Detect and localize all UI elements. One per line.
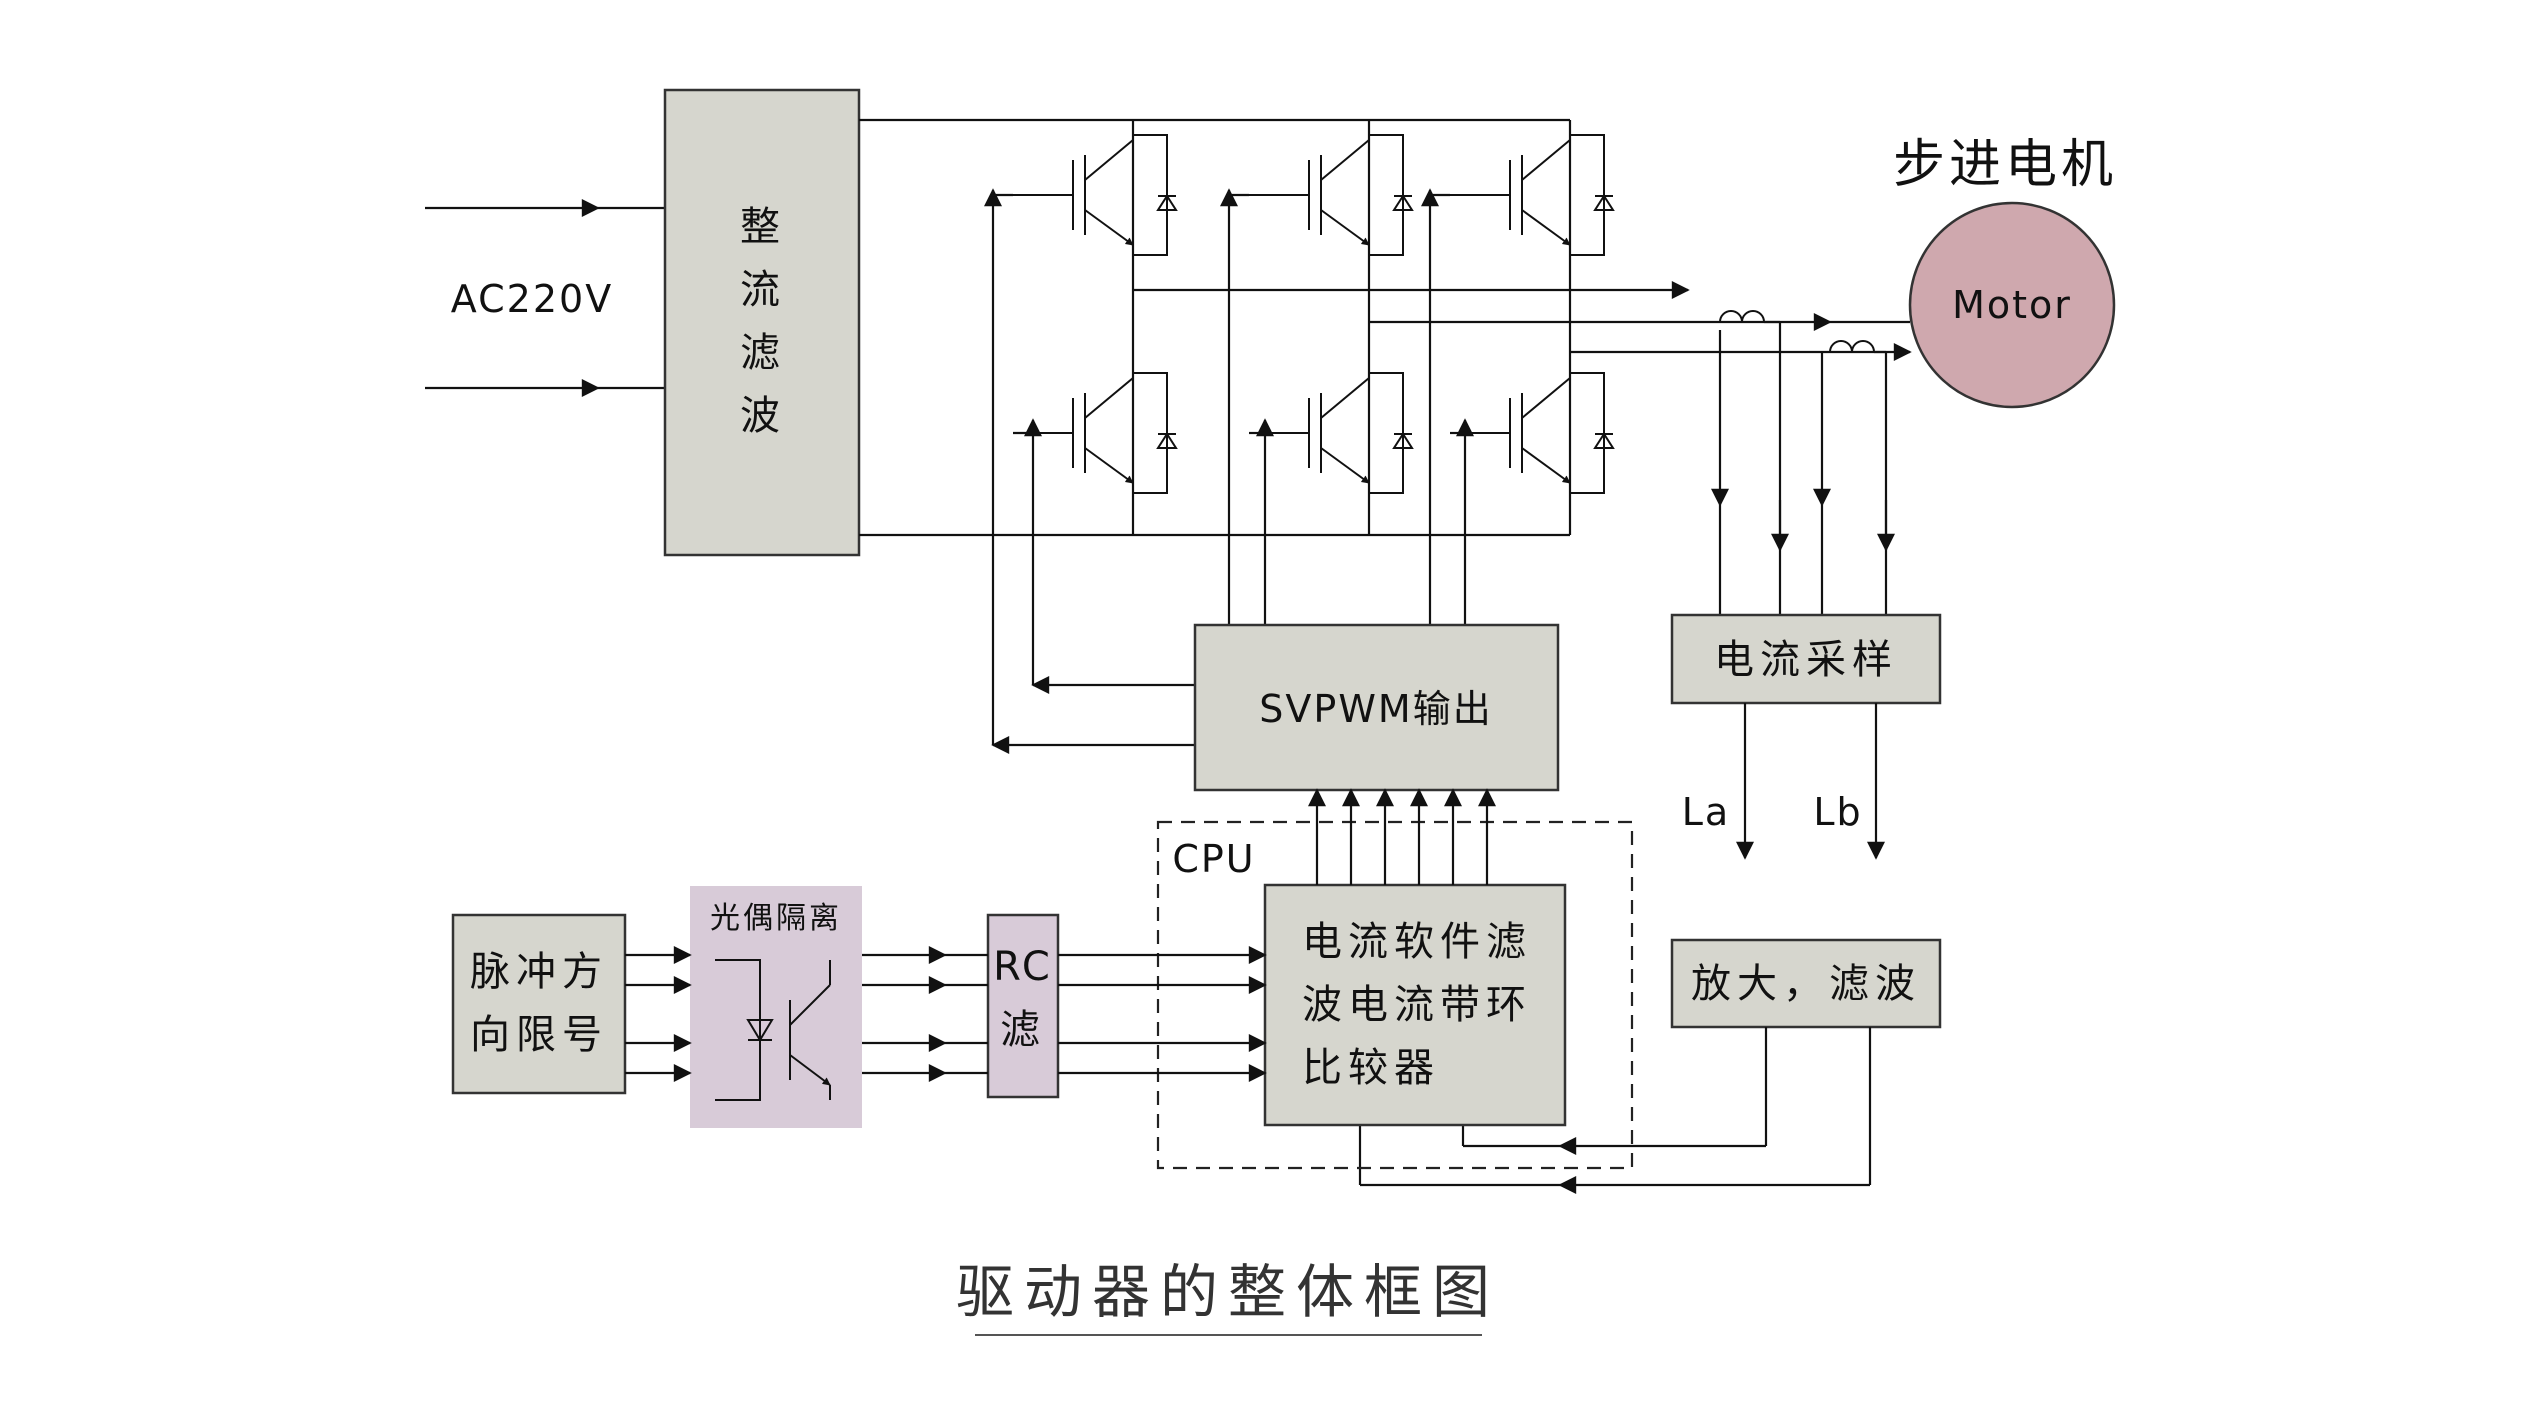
gate-drive-wires [984, 188, 1474, 754]
current-sensor-coils [1711, 310, 1895, 615]
optocoupler-block: 光偶隔离 [690, 886, 862, 1128]
input-signal-lines [625, 946, 1267, 1082]
igbt-switch-lower-2 [1249, 372, 1414, 494]
cpu-block-line-1: 电流软件滤 [1302, 919, 1532, 965]
current-sampling-label: 电流采样 [1714, 637, 1898, 683]
ac-input-label: AC220V [451, 277, 613, 321]
rectifier-label-char-1: 整 [740, 204, 780, 250]
igbt-switch-upper-3 [1450, 134, 1615, 256]
current-sampling-block: 电流采样 [1670, 613, 1942, 705]
cpu-block-line-2: 波电流带环 [1302, 982, 1532, 1028]
pulse-direction-limit-block: 脉冲方 向限号 [451, 913, 627, 1095]
caption-text: 驱动器的整体框图 [956, 1258, 1500, 1326]
inverter-bridge [859, 118, 1912, 537]
rectifier-label-char-2: 流 [740, 267, 780, 313]
pulse-block-line-2: 向限号 [470, 1012, 608, 1058]
igbt-switch-upper-2 [1249, 134, 1414, 256]
rectifier-filter-block: 整 流 滤 波 [663, 88, 861, 557]
amplify-filter-block: 放大，滤波 [1670, 938, 1942, 1029]
optocoupler-label: 光偶隔离 [710, 901, 842, 936]
rectifier-label-char-3: 滤 [740, 330, 780, 376]
igbt-switch-upper-1 [1013, 134, 1178, 256]
stepper-motor: 步进电机 Motor [1893, 135, 2117, 409]
igbt-switch-lower-3 [1450, 372, 1615, 494]
svpwm-label: SVPWM输出 [1259, 687, 1492, 731]
cpu-region: CPU 电流软件滤 波电流带环 比较器 [1156, 788, 1634, 1170]
feedback-wires [1358, 1027, 1872, 1194]
cpu-block-line-3: 比较器 [1302, 1045, 1440, 1091]
pulse-block-line-1: 脉冲方 [470, 949, 608, 995]
svpwm-output-block: SVPWM输出 [1193, 623, 1560, 792]
cpu-label: CPU [1172, 837, 1255, 881]
rectifier-label-char-4: 波 [740, 393, 780, 439]
lb-label: Lb [1813, 790, 1862, 834]
figure-caption: 驱动器的整体框图 [956, 1258, 1500, 1336]
igbt-switch-lower-1 [1013, 372, 1178, 494]
amp-filter-label: 放大，滤波 [1691, 961, 1921, 1007]
rc-filter-line-2: 滤 [1000, 1007, 1046, 1053]
rc-filter-line-1: RC [993, 944, 1053, 990]
la-label: La [1682, 790, 1730, 834]
la-lb-signals: La Lb [1682, 703, 1885, 860]
motor-title: 步进电机 [1893, 135, 2117, 195]
motor-label: Motor [1952, 283, 2072, 327]
ac-input: AC220V [425, 199, 665, 397]
rc-filter-block: RC 滤 [986, 913, 1060, 1099]
